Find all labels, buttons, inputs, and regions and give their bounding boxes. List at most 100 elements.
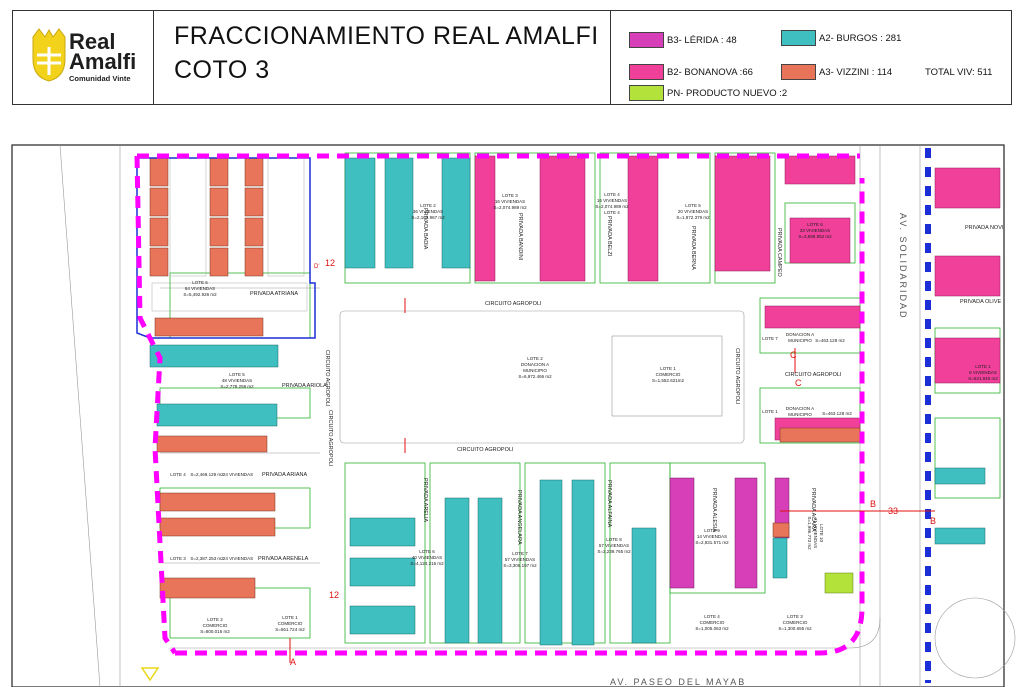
lote2-d-3: MUNICIPIO	[523, 368, 547, 373]
bonanova-block	[474, 155, 1001, 441]
lote10-b-1: LOTE 10	[819, 524, 824, 543]
lote10-b-3: S=1,996.773 m2	[807, 516, 812, 550]
lote3-t-1: LOTE 3	[502, 193, 518, 198]
lote8-b-3: S=3,239.765 m2	[597, 549, 631, 554]
street-circuito-3: CIRCUITO AGROPOLI	[785, 372, 842, 378]
lote6-b-3: S=4,124.216 m2	[410, 561, 444, 566]
coto-boundary	[134, 153, 865, 656]
burgos-block-bottom	[349, 467, 986, 646]
street-circuito-4: CIRCUITO AGROPOLI	[324, 350, 330, 407]
street-belzi: PRIVADA BELZI	[606, 216, 612, 257]
street-circuito-1: CIRCUITO AGROPOLI	[485, 301, 542, 307]
lote9-b-1: LOTE 9	[704, 528, 720, 533]
street-bandini: PRIVADA BANDINI	[517, 213, 523, 261]
street-av-solidaridad: AV. SOLIDARIDAD	[898, 213, 908, 320]
lote2-t-1: LOTE 2	[420, 203, 436, 208]
north-marker-icon	[140, 667, 160, 682]
brand-tagline: Comunidad Vinte	[69, 74, 131, 83]
lote4-t-3: S=2,074.989 m2	[595, 204, 629, 209]
lote4-t-1: LOTE 4	[604, 192, 620, 197]
lote5-l-1: LOTE 5	[229, 372, 245, 377]
lote4-t-2: 16 VIVIENDAS	[597, 198, 627, 203]
street-ariana: PRIVADA ARIANA	[262, 472, 307, 478]
legend-vizzini: A3- VIZZINI : 114	[819, 67, 893, 78]
street-berna: PRIVADA BERNA	[690, 226, 696, 270]
lote7-r-3: MUNICIPIO	[788, 338, 812, 343]
section-d: D'	[314, 264, 319, 270]
vizzini-block-3	[772, 427, 861, 538]
lerida-block	[669, 477, 790, 589]
lote1-e-1: LOTE 1	[975, 364, 991, 369]
lote10-b-2: 21 VIVIENDAS	[813, 518, 818, 548]
lote1-r-1: LOTE 1	[762, 409, 778, 414]
lote6-l-1: LOTE 6	[192, 280, 208, 285]
lote7-r-2: DONACION A	[786, 332, 814, 337]
lote3-bc-1: LOTE 3	[787, 614, 803, 619]
legend-swatch-nuevo	[629, 85, 664, 101]
total-viviendas: TOTAL VIV: 511	[925, 67, 993, 78]
street-atriana: PRIVADA ATRIANA	[250, 291, 298, 297]
lote1-e-2: 8 VIVIENDAS	[969, 370, 997, 375]
lote3-l-3: 24 VIVIENDAS	[223, 556, 253, 561]
lote1-m-2: COMERCIO	[656, 372, 681, 377]
lote6-b-1: LOTE 6	[419, 549, 435, 554]
legend-swatch-bonanova	[629, 64, 664, 80]
section-a: A	[290, 657, 296, 667]
street-circuito-5: CIRCUITO AGROPOLI	[734, 348, 740, 405]
lote4-l-1: LOTE 4	[170, 472, 186, 477]
lote3-t-2: 16 VIVIENDAS	[495, 199, 525, 204]
lote2-d-1: LOTE 2	[527, 356, 543, 361]
lote7-r-1: LOTE 7	[762, 336, 778, 341]
section-b-1: B	[870, 499, 876, 509]
page-title: FRACCIONAMIENTO REAL AMALFI	[174, 22, 599, 50]
street-novi: PRIVADA NOVI	[965, 225, 1004, 231]
street-campeo: PRIVADA CAMPEO	[776, 228, 782, 278]
lote1-m-3: S=1,552.621m2	[652, 378, 684, 383]
lote5-l-3: S=2,778.259 m2	[220, 384, 254, 389]
lote3-l-1: LOTE 3	[170, 556, 186, 561]
legend-lerida: B3- LÉRIDA : 48	[667, 35, 737, 46]
street-arenela: PRIVADA ARENELA	[258, 556, 309, 562]
lote2-t-3: S=2,163.967 m2	[411, 215, 445, 220]
lote2-d-2: DONACION A	[521, 362, 549, 367]
street-circuito-2: CIRCUITO AGROPOLI	[457, 447, 514, 453]
street-circuito-6: CIRCUITO AGROPOLI	[327, 410, 333, 467]
lote2-d-4: S=6,972.466 m2	[518, 374, 552, 379]
lote6-t-1: LOTE 6	[807, 222, 823, 227]
lote9-b-2: 14 VIVIENDAS	[697, 534, 727, 539]
lote6-l-2: 64 VIVIENDAS	[185, 286, 215, 291]
legend-swatch-lerida	[629, 32, 664, 48]
section-lines	[289, 298, 935, 663]
lote1-r-2: DONACION A	[786, 406, 814, 411]
section-c-2: C	[795, 378, 802, 388]
legend: B3- LÉRIDA : 48 A2- BURGOS : 281 B2- BON…	[611, 11, 1011, 104]
dim-33: 33	[888, 506, 898, 516]
crown-shield-icon	[32, 28, 66, 82]
legend-nuevo: PN- PRODUCTO NUEVO :2	[667, 88, 788, 99]
street-alesia: PRIVADA ALESIA	[711, 488, 717, 532]
lote3-bc-2: COMERCIO	[783, 620, 808, 625]
lote7-b-2: 57 VIVIENDAS	[505, 557, 535, 562]
burgos-block-left	[149, 157, 471, 427]
lote7-b-1: LOTE 7	[512, 551, 528, 556]
street-alfaina: PRIVADA ALFAINA	[606, 480, 612, 528]
lote3-t-3: S=2,074.989 m2	[493, 205, 527, 210]
title-block: Real Amalfi Comunidad Vinte FRACCIONAMIE…	[12, 10, 1012, 105]
street-av-mayab: AV. PASEO DEL MAYAB	[610, 677, 746, 687]
lote1-c-3: S=561.724 m2	[275, 627, 305, 632]
site-plan: CIRCUITO AGROPOLI CIRCUITO AGROPOLI CIRC…	[0, 118, 1024, 687]
lote6-outline	[136, 157, 316, 339]
brand-line1: Real	[69, 29, 116, 54]
lote8-b-1: LOTE 8	[606, 537, 622, 542]
lote5-t-2: 20 VIVIENDAS	[678, 209, 708, 214]
dim-12-b: 12	[329, 590, 339, 600]
street-olive: PRIVADA OLIVE	[960, 299, 1001, 305]
lote1-c-2: COMERCIO	[278, 621, 303, 626]
legend-swatch-vizzini	[781, 64, 816, 80]
lote6-t-2: 33 VIVIENDAS	[800, 228, 830, 233]
lote1-r-3: MUNICIPIO	[788, 412, 812, 417]
street-badia: PRIVADA BADIA	[422, 208, 428, 250]
lote6-l-3: S=5,492.926 m2	[183, 292, 217, 297]
lote4-bc-1: LOTE 4	[704, 614, 720, 619]
lote8-b-2: 57 VIVIENDAS	[599, 543, 629, 548]
